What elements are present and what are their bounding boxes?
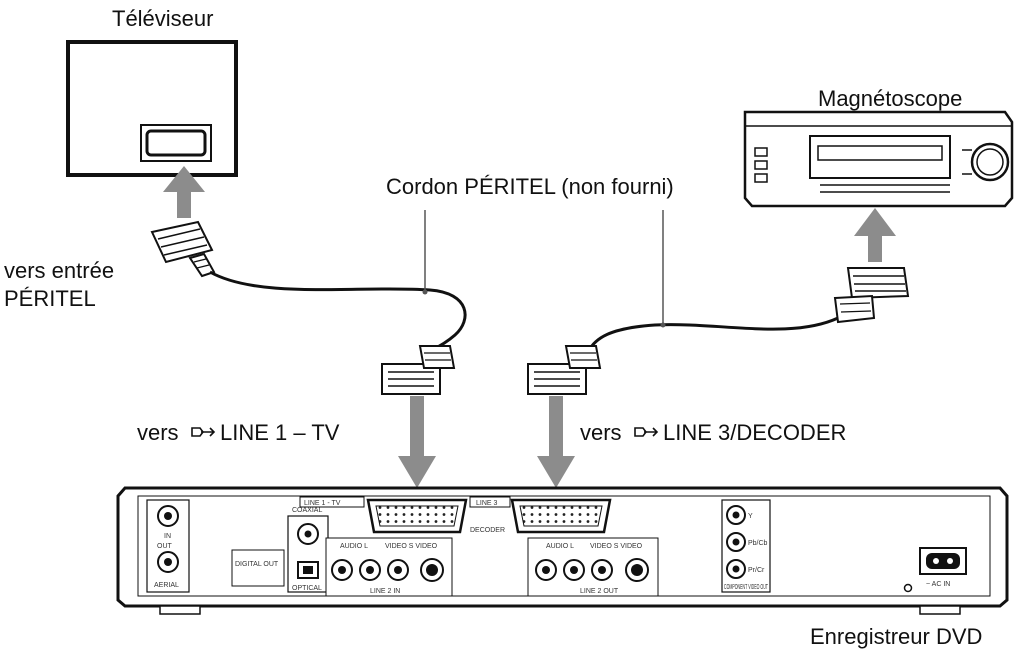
scart-output-arrow-icon [191, 427, 216, 437]
cable-vcr-line3 [586, 316, 839, 353]
scart-plug-line3 [527, 345, 602, 395]
scart-output-arrow-icon [634, 427, 659, 437]
line2-out-text: LINE 2 OUT [580, 588, 619, 595]
aerial-in-text: IN [164, 533, 171, 540]
scart-plug-vcr [833, 267, 910, 324]
arrow-to-vcr [854, 208, 896, 262]
coaxial-text: COAXIAL [292, 507, 322, 514]
aerial-text: AERIAL [154, 582, 179, 589]
line3-text: LINE 3 [476, 500, 498, 507]
line1-label: LINE 1 – TV [220, 420, 340, 445]
component-pb-text: Pb/Cb [748, 540, 768, 547]
cable-label: Cordon PÉRITEL (non fourni) [386, 174, 674, 199]
recorder-label: Enregistreur DVD [810, 624, 983, 649]
aerial-out-text: OUT [157, 543, 173, 550]
decoder-text: DECODER [470, 527, 505, 534]
arrow-to-line1 [398, 396, 436, 488]
audio-l-out-text: AUDIO L [546, 543, 574, 550]
tv-input-label-line2: PÉRITEL [4, 286, 96, 311]
line3-label-prefix: vers [580, 420, 622, 445]
scart-plug-tv [150, 220, 216, 278]
component-y-text: Y [748, 513, 753, 520]
arrow-to-line3 [537, 396, 575, 488]
vcr-label: Magnétoscope [818, 86, 963, 111]
ac-in-text: ~ AC IN [926, 581, 950, 588]
cable-tv-line1 [209, 270, 467, 354]
arrow-to-tv [163, 166, 205, 218]
video-s-in-text: VIDEO S VIDEO [385, 543, 438, 550]
optical-text: OPTICAL [292, 585, 322, 592]
tv-input-label-line1: vers entrée [4, 258, 115, 283]
digital-out-text: DIGITAL OUT [235, 561, 279, 568]
vcr-device [743, 110, 1014, 208]
audio-l-in-text: AUDIO L [340, 543, 368, 550]
tv-device [66, 40, 238, 177]
scart-plug-line1 [381, 345, 456, 395]
tv-label: Téléviseur [112, 6, 214, 31]
line1-tv-text: LINE 1 - TV [304, 500, 341, 507]
line3-label: LINE 3/DECODER [663, 420, 847, 445]
component-pr-text: Pr/Cr [748, 567, 765, 574]
video-s-out-text: VIDEO S VIDEO [590, 543, 643, 550]
component-text: COMPONENT VIDEO OUT [724, 584, 768, 591]
dvd-recorder-panel: IN OUT AERIAL DIGITAL OUT COAXIAL OPTICA… [116, 486, 1009, 615]
line2-in-text: LINE 2 IN [370, 588, 400, 595]
line1-label-prefix: vers [137, 420, 179, 445]
